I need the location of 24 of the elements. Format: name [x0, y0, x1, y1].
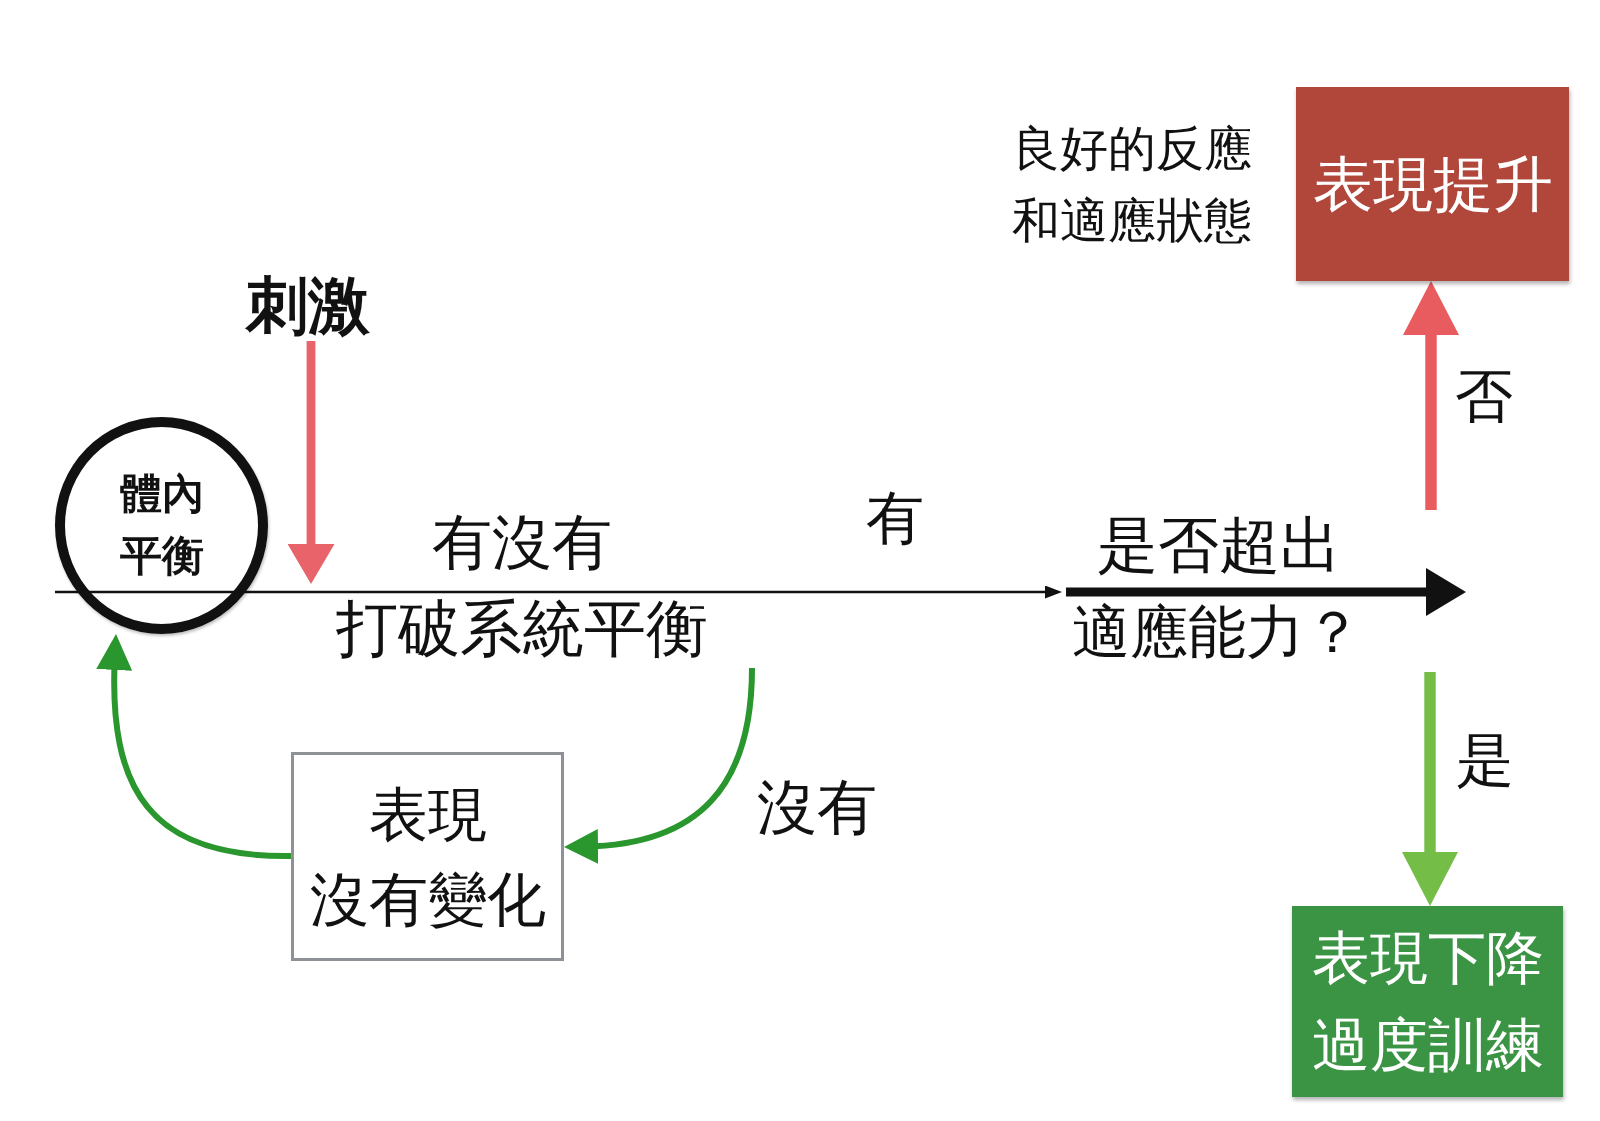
- result-box: [1292, 906, 1563, 1097]
- edge-label: 沒有: [757, 777, 877, 837]
- edge-label: 有: [866, 489, 924, 547]
- box-label: 表現下降過度訓練: [1310, 922, 1545, 1081]
- arrow: [287, 341, 335, 584]
- question-text: 有沒有: [432, 512, 612, 572]
- edge-label: 是: [1456, 731, 1514, 789]
- curved-arrow: [96, 634, 292, 859]
- question-text: 是否超出: [1097, 514, 1341, 575]
- box-label: 表現: [367, 778, 488, 851]
- circle-label: 體內平衡: [119, 468, 205, 582]
- curved-arrow: [564, 667, 755, 864]
- question-text: 適應能力？: [1072, 603, 1362, 661]
- box-label: 表現提升: [1311, 149, 1554, 219]
- question-text: 打破系統平衡: [336, 598, 708, 660]
- arrow: [1403, 281, 1459, 510]
- side-note: 良好的反應和適應狀態: [1012, 119, 1253, 250]
- outlined-box: [291, 752, 564, 961]
- arrow: [55, 585, 1062, 599]
- result-box: [1296, 87, 1569, 281]
- box-label: 沒有變化: [308, 863, 547, 936]
- arrow: [1402, 672, 1458, 906]
- heading-label: 刺激: [246, 275, 370, 337]
- circle: [55, 417, 268, 634]
